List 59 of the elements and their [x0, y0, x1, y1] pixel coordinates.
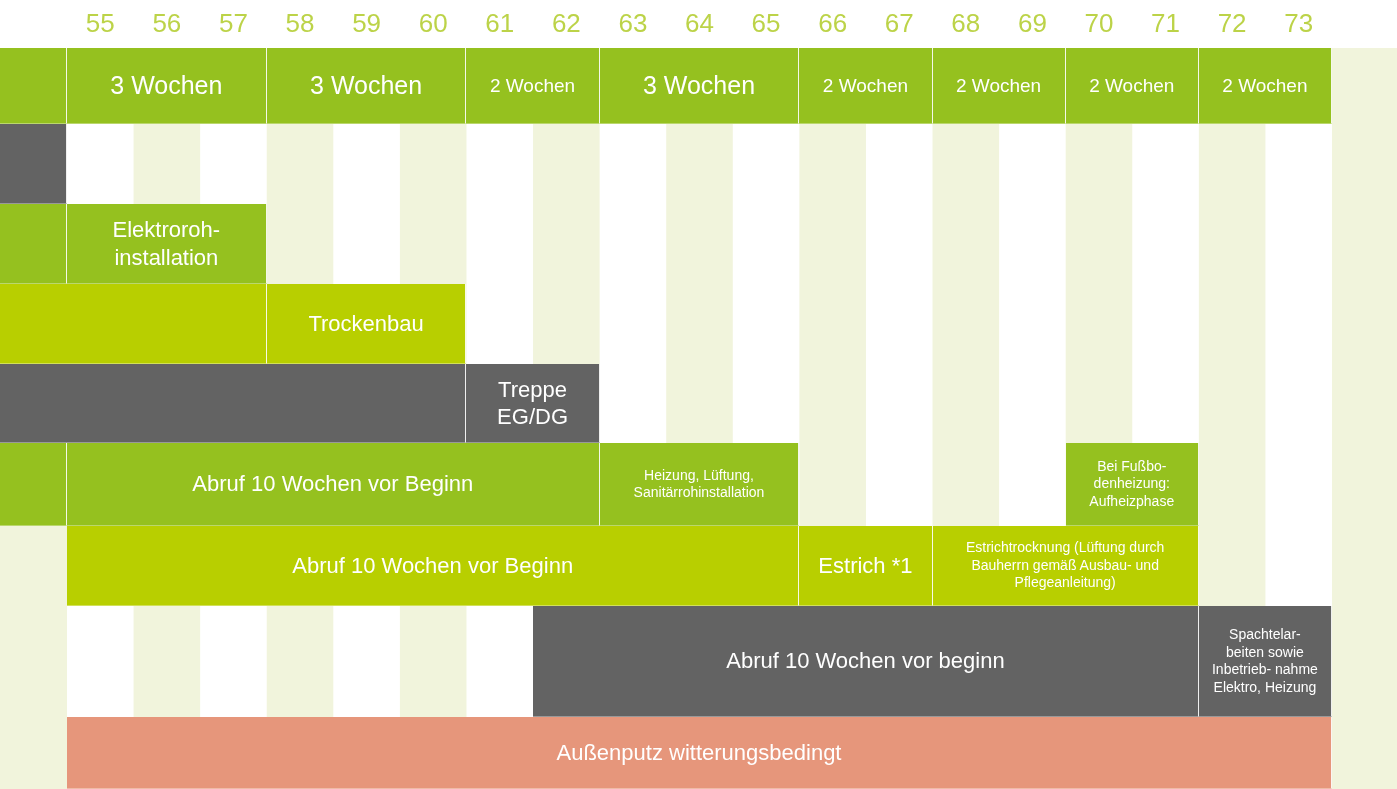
task-bar: [1065, 443, 1199, 526]
task-bar: [932, 526, 1199, 606]
duration-label: 2 Wochen: [1222, 73, 1308, 98]
task-bar: [67, 717, 1332, 789]
week-number: 63: [617, 8, 649, 39]
task-label: Elektroroh- installation: [111, 216, 222, 271]
week-number: 55: [84, 8, 116, 39]
task-label: Spachtelar- beiten sowie Inbetrieb- nahme Elektro, Heizung: [1211, 626, 1319, 696]
duration-cell: [1065, 48, 1199, 124]
week-number: 58: [284, 8, 316, 39]
task-label: Heizung, Lüftung, Sanitärrohinstallation: [632, 466, 766, 502]
duration-cell: [932, 48, 1066, 124]
duration-label: 2 Wochen: [822, 73, 909, 98]
duration-label: 2 Wochen: [956, 73, 1042, 98]
task-bar: [67, 204, 267, 284]
task-bar: [1198, 606, 1332, 717]
task-bar: [799, 526, 933, 606]
task-label: Außenputz witterungsbedingt: [556, 738, 842, 767]
week-number: 67: [883, 8, 915, 39]
duration-cell: [466, 48, 600, 124]
task-bar: [466, 364, 600, 443]
week-number: 70: [1083, 8, 1115, 39]
duration-cell: [1198, 48, 1332, 124]
task-bar: [67, 443, 600, 526]
week-number: 73: [1283, 8, 1315, 39]
week-number: 56: [151, 8, 183, 39]
week-number: 61: [484, 8, 516, 39]
week-number: 68: [950, 8, 982, 39]
week-number: 66: [817, 8, 849, 39]
duration-cell: [799, 48, 933, 124]
week-number: 69: [1016, 8, 1048, 39]
week-number: 59: [351, 8, 383, 39]
task-label: Abruf 10 Wochen vor Beginn: [192, 470, 474, 498]
week-number: 64: [684, 8, 715, 39]
duration-label: 3 Wochen: [110, 69, 223, 101]
task-bar: [599, 443, 800, 526]
week-number: 65: [750, 8, 782, 39]
duration-label: 2 Wochen: [489, 73, 576, 98]
task-label: Trockenbau: [308, 309, 424, 338]
week-number: 62: [550, 8, 582, 39]
duration-cell: [266, 48, 467, 124]
week-number: 71: [1150, 8, 1181, 39]
task-bar: [67, 526, 800, 606]
task-label: Estrichtrocknung (Lüftung durch Bauherrn gemäß Ausbau- und Pflegeanleitung): [964, 539, 1166, 592]
duration-cell: [599, 48, 800, 124]
duration-cell: [67, 48, 267, 124]
duration-label: 3 Wochen: [642, 69, 756, 101]
task-bar: [533, 606, 1199, 717]
task-label: Estrich *1: [818, 551, 913, 580]
task-label: Bei Fußbo- denheizung: Aufheizphase: [1088, 457, 1176, 511]
task-label: Abruf 10 Wochen vor Beginn: [292, 551, 574, 580]
task-label: Abruf 10 Wochen vor beginn: [726, 647, 1005, 675]
task-label: Treppe EG/DG: [496, 375, 569, 431]
duration-label: 2 Wochen: [1089, 73, 1175, 98]
duration-label: 3 Wochen: [310, 69, 423, 101]
task-bar: [266, 284, 467, 364]
week-number: 72: [1216, 8, 1248, 39]
week-number: 60: [417, 8, 449, 39]
week-number: 57: [218, 8, 249, 39]
